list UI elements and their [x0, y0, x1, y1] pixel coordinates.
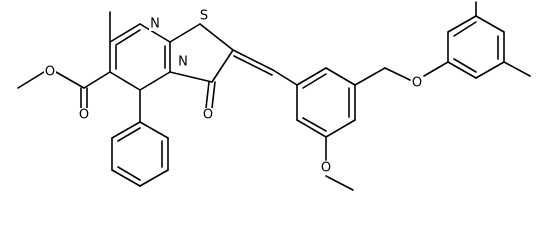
sulfur-atom-label: S — [200, 9, 208, 24]
bond — [205, 81, 210, 109]
bond — [384, 67, 411, 81]
bond — [211, 49, 234, 83]
bond — [117, 127, 141, 142]
chemical-structure: N N S O O O O O — [17, 1, 531, 191]
bond — [111, 121, 141, 139]
bond — [296, 119, 327, 138]
bond — [453, 58, 477, 73]
bond — [109, 71, 141, 91]
bond — [423, 61, 449, 77]
bond — [232, 49, 274, 71]
molecule-drawing: N N S O O O O O — [17, 1, 531, 191]
bond — [354, 67, 386, 86]
bond — [325, 175, 354, 191]
bond — [475, 15, 505, 33]
carbonyl-oxygen-label: O — [79, 108, 89, 123]
bond-layer — [17, 1, 531, 191]
bond — [447, 61, 477, 79]
bond — [17, 71, 45, 89]
bond — [139, 23, 171, 43]
bond — [302, 117, 327, 132]
bond — [139, 169, 169, 187]
bond — [325, 67, 356, 86]
bond — [325, 119, 356, 138]
bond — [272, 69, 298, 86]
bond — [199, 23, 234, 51]
nitrogen-atom-label: N — [178, 55, 188, 70]
bond — [139, 71, 171, 91]
bond — [447, 15, 477, 33]
bond — [117, 166, 141, 181]
bond — [302, 73, 327, 89]
bond — [115, 29, 141, 46]
bond — [109, 23, 141, 43]
ether-oxygen-label: O — [412, 76, 422, 91]
methoxy-oxygen-label: O — [321, 161, 331, 176]
bond — [475, 61, 505, 79]
bond — [211, 81, 216, 109]
ester-oxygen-label: O — [45, 65, 55, 80]
bond — [169, 23, 201, 43]
bond — [83, 71, 111, 89]
bond — [503, 61, 531, 77]
bond — [111, 169, 141, 187]
bond — [453, 21, 477, 37]
bond — [233, 55, 273, 76]
ketone-oxygen-label: O — [203, 108, 213, 123]
bond — [139, 121, 169, 139]
atom-label-layer: N N S O O O O O — [44, 9, 423, 176]
bond — [169, 71, 213, 83]
nitrogen-atom-label: N — [150, 17, 160, 32]
bond — [55, 71, 85, 89]
bond — [296, 67, 327, 86]
